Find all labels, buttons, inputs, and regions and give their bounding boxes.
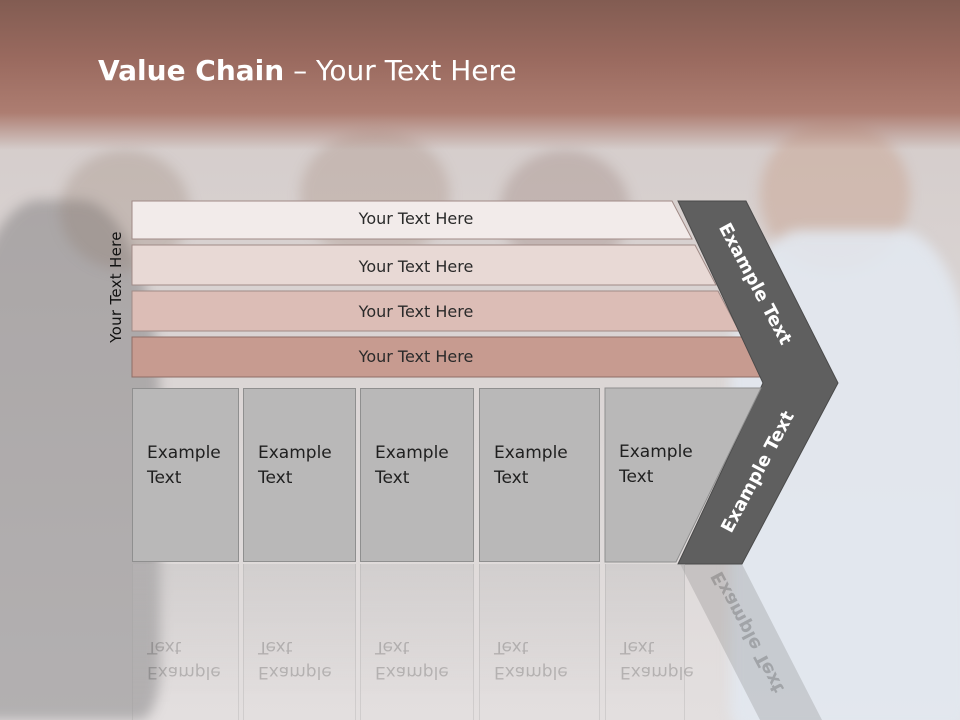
bar-label-2: Your Text Here: [358, 257, 474, 276]
bar-shape-1: [131, 200, 693, 240]
chevron-arrow: [677, 200, 839, 565]
slide-title: Value Chain – Your Text Here: [98, 54, 517, 87]
chevron-reflection: [680, 564, 822, 720]
slide-title-rest: – Your Text Here: [284, 54, 517, 87]
slide-title-bold: Value Chain: [98, 54, 285, 87]
header-band: [0, 0, 960, 150]
bar-label-1: Your Text Here: [358, 209, 474, 228]
column-shape-5: [604, 387, 762, 563]
bar-shape-2: [131, 244, 717, 286]
bar-label-4: Your Text Here: [358, 347, 474, 366]
bar-label-3: Your Text Here: [358, 302, 474, 321]
